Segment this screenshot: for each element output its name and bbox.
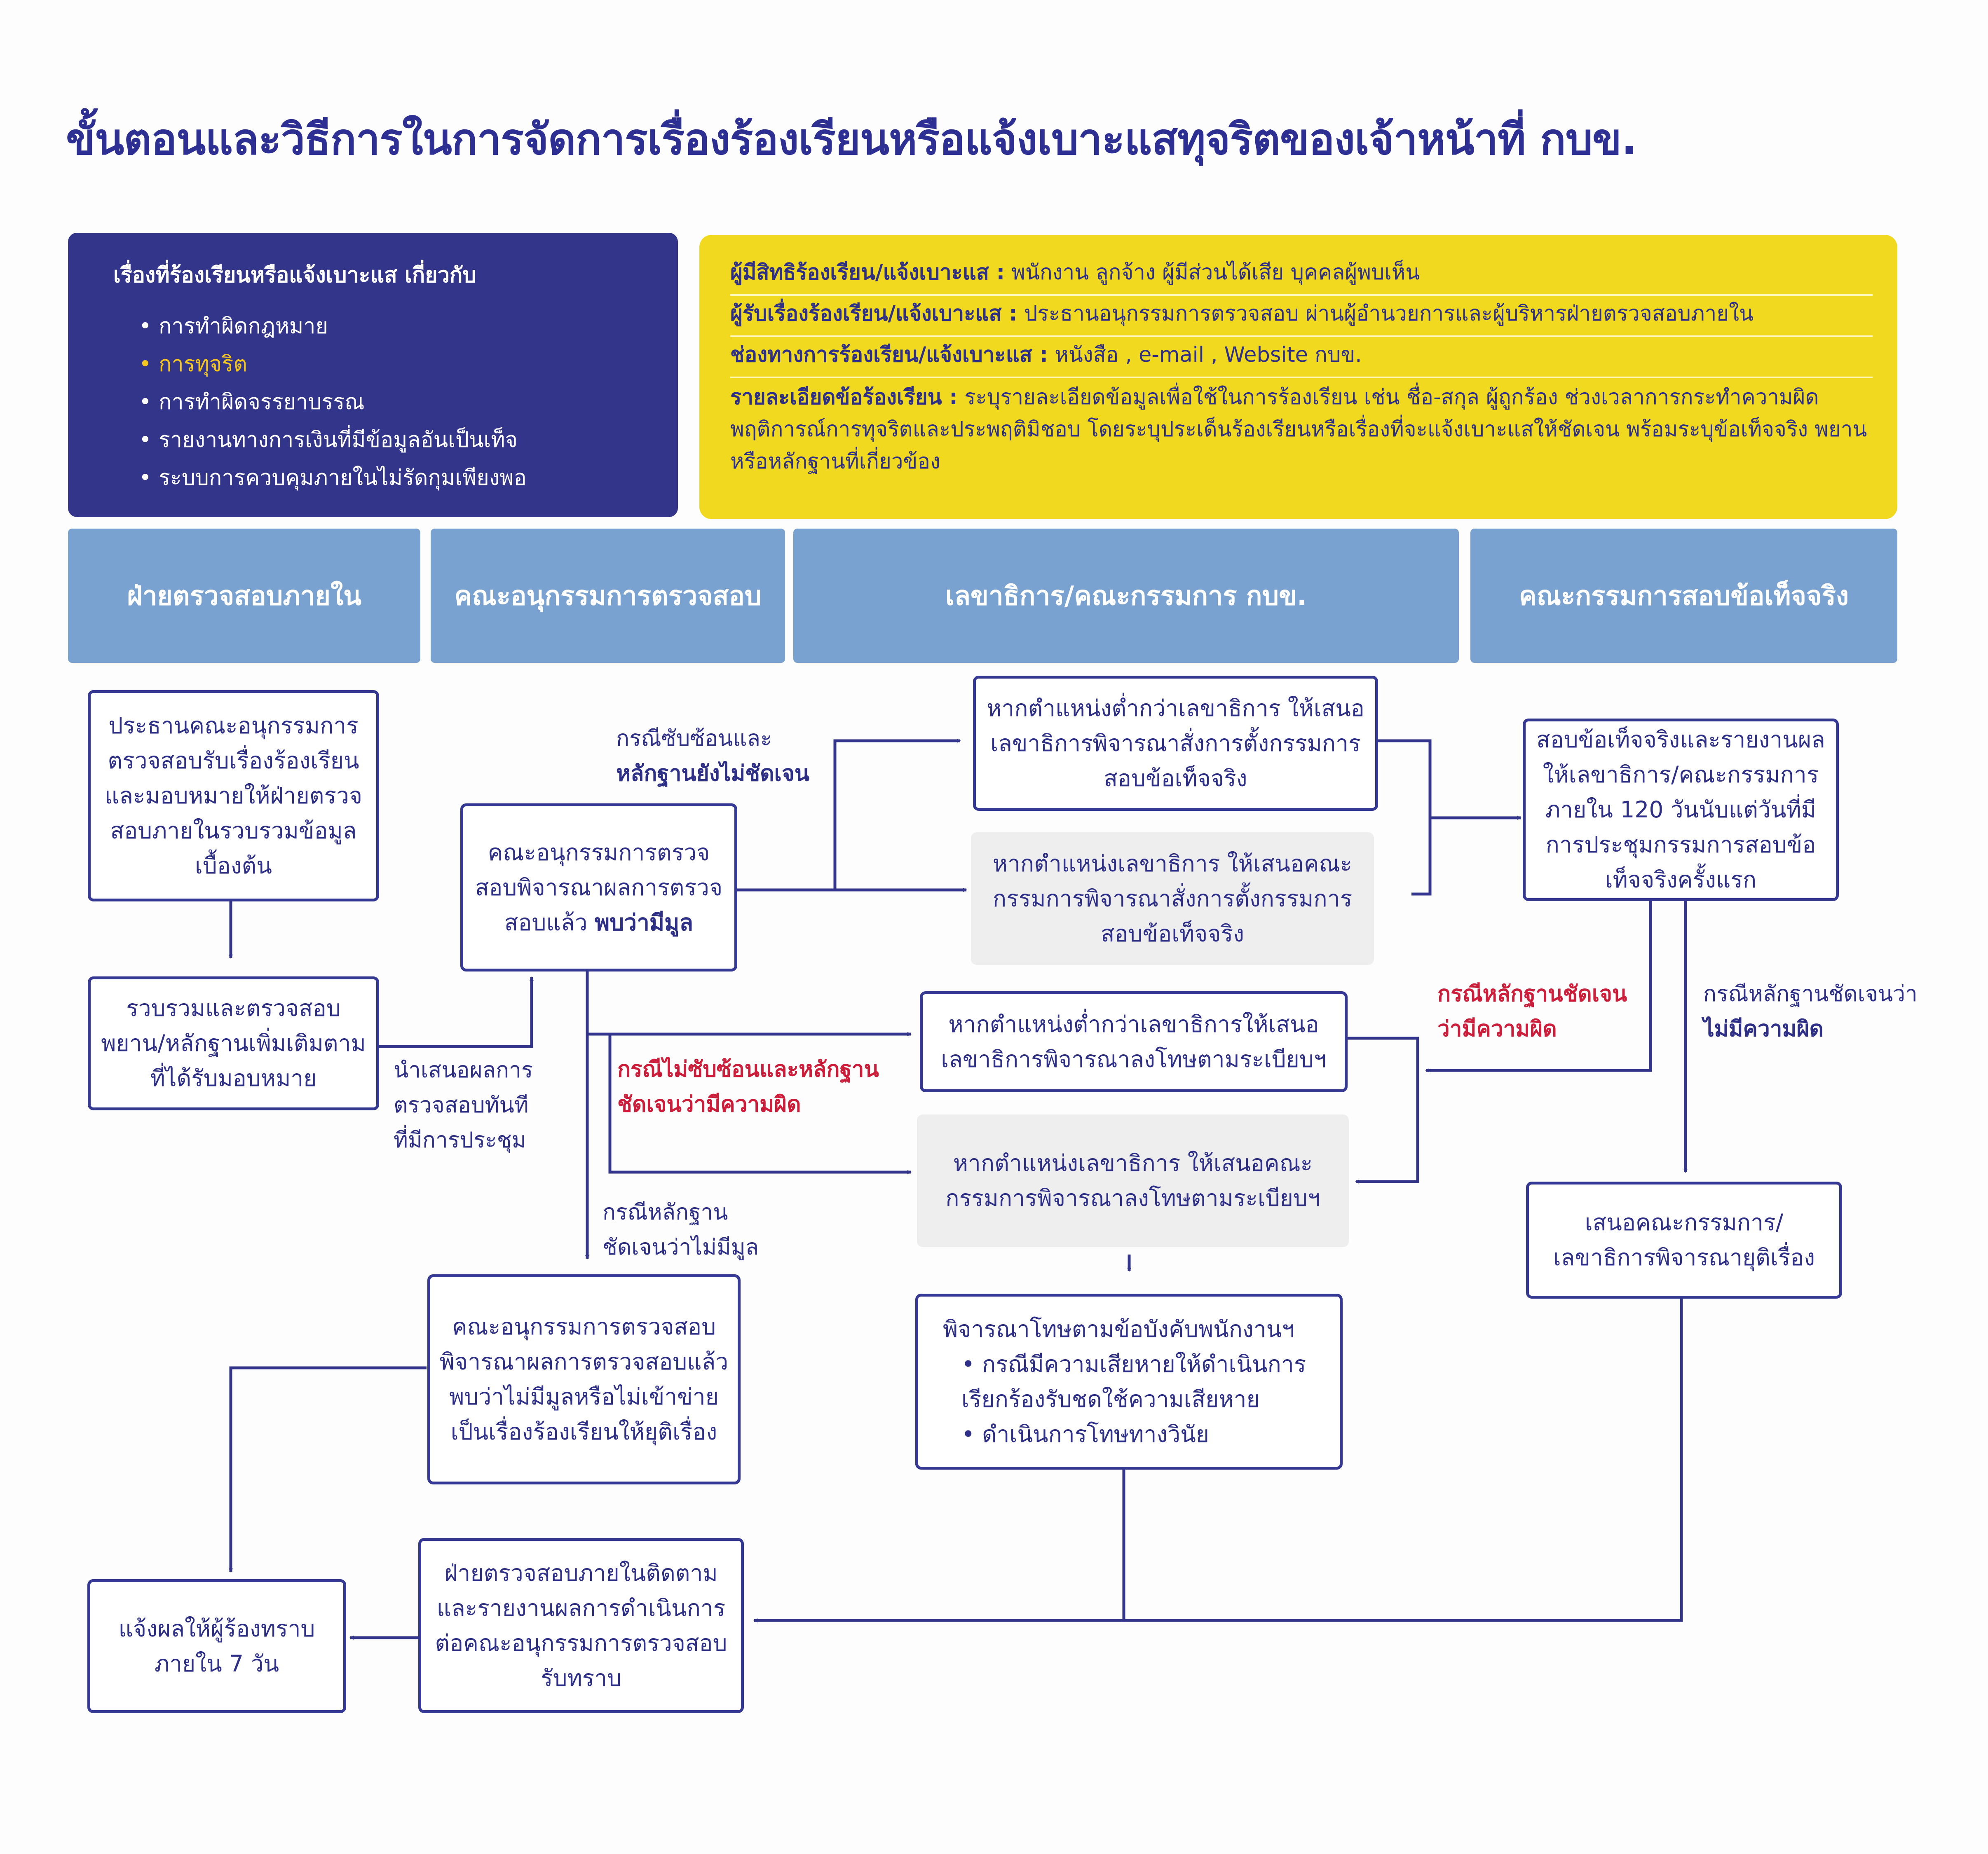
complaint-topics-panel: เรื่องที่ร้องเรียนหรือแจ้งเบาะแส เกี่ยวก…: [68, 233, 678, 517]
label-complex-b: หลักฐานยังไม่ชัดเจน: [616, 761, 810, 786]
penalty-item-1-wrap: • กรณีมีความเสียหายให้ดำเนินการเรียกร้อง…: [961, 1351, 1306, 1412]
arrow-b7-b8: [1346, 1037, 1419, 1184]
step-secretary-factfind: หากตำแหน่งเลขาธิการ ให้เสนอคณะกรรมการพิจ…: [971, 832, 1374, 965]
merit-bold: พบว่ามีมูล: [594, 909, 694, 936]
info-detail-text: ระบุรายละเอียดข้อมูลเพื่อใช้ในการร้องเรี…: [730, 385, 1867, 474]
merit-text: คณะอนุกรรมการตรวจสอบพิจารณาผลการตรวจสอบแ…: [475, 839, 723, 936]
info-who-text: พนักงาน ลูกจ้าง ผู้มีส่วนได้เสีย บุคคลผู…: [1005, 260, 1420, 285]
topic-item: ระบบการควบคุมภายในไม่รัดกุมเพียงพอ: [139, 459, 678, 497]
label-present-1: นำเสนอผลการ: [394, 1058, 533, 1083]
arrow-b6-b7: [1425, 899, 1652, 1072]
step-collect-evidence: รวบรวมและตรวจสอบพยาน/หลักฐานเพิ่มเติมตาม…: [88, 976, 379, 1110]
info-channel-text: หนังสือ , e-mail , Website กบข.: [1048, 343, 1362, 367]
arrow-b3-b8: [608, 1034, 912, 1174]
label-notguilty-1: กรณีหลักฐานชัดเจนว่า: [1703, 981, 1918, 1007]
info-detail-label: รายละเอียดข้อร้องเรียน :: [730, 385, 958, 410]
complaint-info-panel: ผู้มีสิทธิร้องเรียน/แจ้งเบาะแส : พนักงาน…: [699, 235, 1897, 519]
step-consider-penalty: พิจารณาโทษตามข้อบังคับพนักงานฯ • กรณีมีค…: [915, 1294, 1343, 1470]
label-no-merit: กรณีหลักฐาน ชัดเจนว่าไม่มีมูล: [602, 1195, 759, 1265]
label-notcomplex-2: ชัดเจนว่ามีความผิด: [617, 1092, 801, 1117]
topics-heading: เรื่องที่ร้องเรียนหรือแจ้งเบาะแส เกี่ยวก…: [113, 263, 476, 288]
step-receive-complaint: ประธานคณะอนุกรรมการตรวจสอบรับเรื่องร้องเ…: [88, 690, 379, 901]
label-nomerit-1: กรณีหลักฐาน: [602, 1200, 728, 1225]
penalty-content: พิจารณาโทษตามข้อบังคับพนักงานฯ • กรณีมีค…: [926, 1312, 1332, 1452]
step-below-secretary-punish: หากตำแหน่งต่ำกว่าเลขาธิการให้เสนอเลขาธิก…: [920, 991, 1348, 1092]
label-guilty-1: กรณีหลักฐานชัดเจน: [1437, 981, 1627, 1007]
info-channel: ช่องทางการร้องเรียน/แจ้งเบาะแส : หนังสือ…: [730, 337, 1873, 378]
arrow-b11-b13: [753, 1297, 1683, 1622]
label-present-3: ที่มีการประชุม: [394, 1128, 526, 1153]
topics-list: การทำผิดกฎหมาย การทุจริต การทำผิดจรรยาบร…: [113, 307, 678, 497]
label-notguilty-2: ไม่มีความผิด: [1703, 1016, 1824, 1042]
page-title: ขั้นตอนและวิธีการในการจัดการเรื่องร้องเร…: [66, 114, 1637, 164]
step-notify-complainant: แจ้งผลให้ผู้ร้องทราบภายใน 7 วัน: [87, 1579, 346, 1713]
topic-item: รายงานทางการเงินที่มีข้อมูลอันเป็นเท็จ: [139, 421, 678, 459]
info-who-label: ผู้มีสิทธิร้องเรียน/แจ้งเบาะแส :: [730, 260, 1005, 285]
info-receiver-text: ประธานอนุกรรมการตรวจสอบ ผ่านผู้อำนวยการแ…: [1017, 302, 1754, 326]
topic-item: การทำผิดกฎหมาย: [139, 307, 678, 345]
step-secretary-punish: หากตำแหน่งเลขาธิการ ให้เสนอคณะกรรมการพิจ…: [917, 1114, 1349, 1247]
arrow-b9-b12: [229, 1366, 427, 1573]
label-guilty-2: ว่ามีความผิด: [1437, 1016, 1557, 1042]
step-propose-close: เสนอคณะกรรมการ/เลขาธิการพิจารณายุติเรื่อ…: [1526, 1182, 1842, 1299]
penalty-item-2: ดำเนินการโทษทางวินัย: [982, 1421, 1210, 1447]
arrow-b2-b3: [378, 976, 534, 1048]
label-complex-case: กรณีซับซ้อนและ หลักฐานยังไม่ชัดเจน: [616, 721, 809, 791]
penalty-title: พิจารณาโทษตามข้อบังคับพนักงานฯ: [943, 1316, 1295, 1342]
step-no-merit-close: คณะอนุกรรมการตรวจสอบพิจารณาผลการตรวจสอบแ…: [427, 1274, 741, 1484]
label-evidence-guilty: กรณีหลักฐานชัดเจน ว่ามีความผิด: [1437, 976, 1627, 1046]
step-follow-up-report: ฝ่ายตรวจสอบภายในติดตามและรายงานผลการดำเน…: [418, 1538, 744, 1713]
info-receiver-label: ผู้รับเรื่องร้องเรียน/แจ้งเบาะแส :: [730, 302, 1017, 326]
info-receiver: ผู้รับเรื่องร้องเรียน/แจ้งเบาะแส : ประธา…: [730, 296, 1873, 337]
info-channel-label: ช่องทางการร้องเรียน/แจ้งเบาะแส :: [730, 343, 1048, 367]
step-subcommittee-merit: คณะอนุกรรมการตรวจสอบพิจารณาผลการตรวจสอบแ…: [460, 803, 737, 971]
penalty-item-2-wrap: • ดำเนินการโทษทางวินัย: [961, 1421, 1210, 1447]
label-complex-a: กรณีซับซ้อนและ: [616, 726, 772, 751]
label-nomerit-2: ชัดเจนว่าไม่มีมูล: [602, 1235, 759, 1260]
label-evidence-not-guilty: กรณีหลักฐานชัดเจนว่า ไม่มีความผิด: [1703, 976, 1918, 1046]
label-present-2: ตรวจสอบทันที: [394, 1093, 529, 1118]
merit-text-wrap: คณะอนุกรรมการตรวจสอบพิจารณาผลการตรวจสอบแ…: [471, 835, 726, 940]
column-internal-audit: ฝ่ายตรวจสอบภายใน: [68, 529, 420, 663]
info-who: ผู้มีสิทธิร้องเรียน/แจ้งเบาะแส : พนักงาน…: [730, 255, 1873, 296]
label-present-results: นำเสนอผลการ ตรวจสอบทันที ที่มีการประชุม: [394, 1053, 533, 1158]
topic-item-highlight: การทุจริต: [139, 345, 678, 383]
info-detail: รายละเอียดข้อร้องเรียน : ระบุรายละเอียดข…: [730, 378, 1873, 485]
label-notcomplex-1: กรณีไม่ซับซ้อนและหลักฐาน: [617, 1057, 879, 1082]
label-not-complex-guilty: กรณีไม่ซับซ้อนและหลักฐาน ชัดเจนว่ามีความ…: [617, 1052, 879, 1122]
step-fact-finding-report: สอบข้อเท็จจริงและรายงานผลให้เลขาธิการ/คณ…: [1523, 719, 1839, 901]
column-audit-subcommittee: คณะอนุกรรมการตรวจสอบ: [431, 529, 785, 663]
step-below-secretary-factfind: หากตำแหน่งต่ำกว่าเลขาธิการ ให้เสนอเลขาธิ…: [973, 676, 1378, 811]
topic-item: การทำผิดจรรยาบรรณ: [139, 383, 678, 421]
column-fact-finding: คณะกรรมการสอบข้อเท็จจริง: [1470, 529, 1897, 663]
column-secretary-board: เลขาธิการ/คณะกรรมการ กบข.: [793, 529, 1459, 663]
connector-b4-b5-merge: [1376, 739, 1432, 896]
penalty-item-1: กรณีมีความเสียหายให้ดำเนินการเรียกร้องรั…: [961, 1351, 1306, 1412]
